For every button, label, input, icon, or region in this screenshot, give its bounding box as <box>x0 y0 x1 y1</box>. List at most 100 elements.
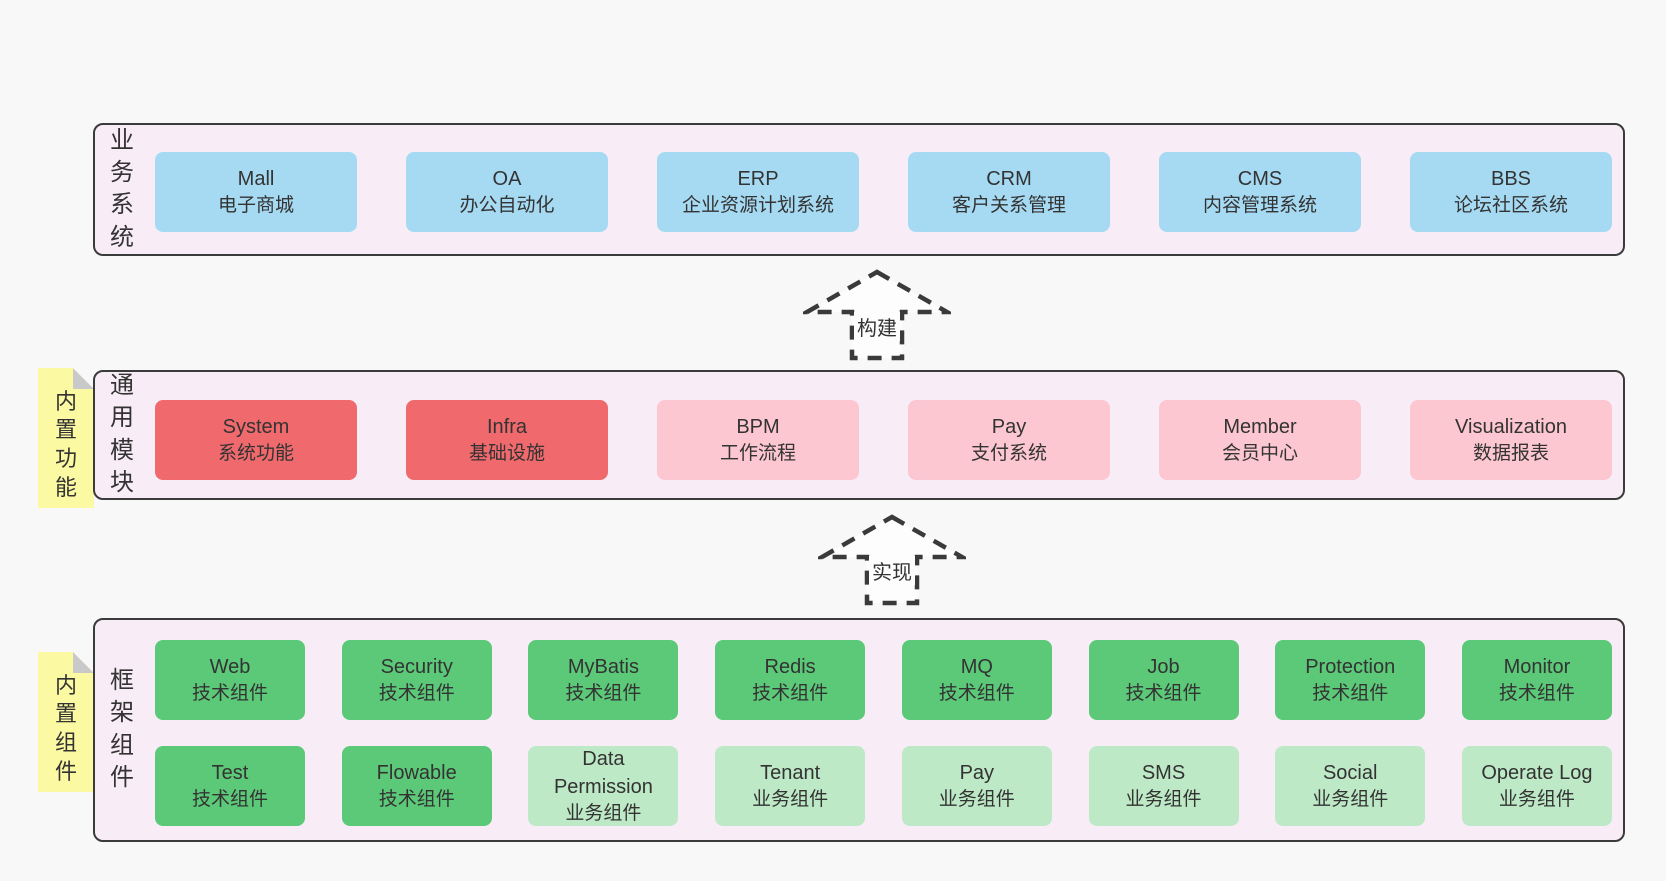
box-subtitle: 技术组件 <box>1498 682 1575 704</box>
box-pay: Pay 业务组件 <box>901 746 1052 826</box>
box-title: CMS <box>1237 167 1283 190</box>
box-subtitle: 技术组件 <box>1125 682 1202 704</box>
box-mall: Mall 电子商城 <box>155 152 357 232</box>
band-business-systems-label: 业务系统 <box>110 126 134 251</box>
box-title: BPM <box>736 415 780 438</box>
box-infra: Infra 基础设施 <box>406 400 608 480</box>
box-title: MQ <box>960 655 993 678</box>
box-bbs: BBS 论坛社区系统 <box>1410 152 1612 232</box>
box-title: Flowable <box>376 761 457 784</box>
box-subtitle: 业务组件 <box>1125 788 1202 810</box>
box-tenant: Tenant 业务组件 <box>715 746 866 826</box>
box-subtitle: 电子商城 <box>217 194 294 216</box>
box-title: Visualization <box>1455 415 1567 438</box>
box-sms: SMS 业务组件 <box>1088 746 1239 826</box>
box-test: Test 技术组件 <box>155 746 305 826</box>
box-flowable: Flowable 技术组件 <box>341 746 492 826</box>
box-subtitle: 数据报表 <box>1472 442 1549 464</box>
note-built-in-components: 内置组件 <box>38 652 94 792</box>
box-subtitle: 业务组件 <box>938 788 1015 810</box>
box-mq: MQ 技术组件 <box>901 640 1052 720</box>
box-subtitle: 业务组件 <box>752 788 829 810</box>
box-title: Tenant <box>760 761 821 784</box>
box-member: Member 会员中心 <box>1159 400 1361 480</box>
box-title: ERP <box>737 167 779 190</box>
box-title: Redis <box>764 655 816 678</box>
band-framework-components-label: 框架组件 <box>110 667 134 792</box>
box-subtitle: 会员中心 <box>1221 442 1298 464</box>
box-oa: OA 办公自动化 <box>406 152 608 232</box>
box-title: System <box>222 415 290 438</box>
note-built-in-components-label: 内置组件 <box>54 672 77 784</box>
box-title: Pay <box>991 415 1027 438</box>
band-common-modules-row: System 系统功能 Infra 基础设施 BPM 工作流程 Pay 支付系统 Member 会… <box>155 400 1612 480</box>
box-title: Data Permission <box>553 747 653 798</box>
box-social: Social 业务组件 <box>1275 746 1426 826</box>
box-subtitle: 系统功能 <box>217 442 294 464</box>
box-operate-log: Operate Log 业务组件 <box>1461 746 1612 826</box>
box-system: System 系统功能 <box>155 400 357 480</box>
box-pay: Pay 支付系统 <box>908 400 1110 480</box>
arrow-build-label: 构建 <box>854 312 900 341</box>
box-subtitle: 工作流程 <box>719 442 796 464</box>
box-title: Security <box>380 655 453 678</box>
box-title: SMS <box>1141 761 1186 784</box>
arrow-implement: 实现 <box>818 512 966 608</box>
box-subtitle: 技术组件 <box>1312 682 1389 704</box>
box-subtitle: 办公自动化 <box>459 194 555 216</box>
box-title: Test <box>211 761 249 784</box>
box-subtitle: 业务组件 <box>565 802 642 824</box>
box-title: OA <box>492 167 522 190</box>
box-mybatis: MyBatis 技术组件 <box>528 640 679 720</box>
box-subtitle: 基础设施 <box>468 442 545 464</box>
band-common-modules: 通用模块 System 系统功能 Infra 基础设施 BPM 工作流程 Pay 支付系统 Me… <box>93 370 1625 500</box>
box-title: Protection <box>1305 655 1396 678</box>
box-subtitle: 技术组件 <box>191 682 268 704</box>
box-subtitle: 技术组件 <box>378 788 455 810</box>
box-monitor: Monitor 技术组件 <box>1461 640 1612 720</box>
box-security: Security 技术组件 <box>341 640 492 720</box>
box-subtitle: 技术组件 <box>191 788 268 810</box>
box-data-permission: Data Permission 业务组件 <box>528 746 679 826</box>
box-subtitle: 技术组件 <box>378 682 455 704</box>
note-built-in-features-label: 内置功能 <box>54 388 77 500</box>
box-subtitle: 业务组件 <box>1312 788 1389 810</box>
box-title: Infra <box>486 415 528 438</box>
box-title: Operate Log <box>1481 761 1593 784</box>
arrow-build: 构建 <box>803 268 951 362</box>
box-title: Pay <box>959 761 995 784</box>
box-job: Job 技术组件 <box>1088 640 1239 720</box>
box-subtitle: 客户关系管理 <box>951 194 1066 216</box>
box-title: MyBatis <box>567 655 639 678</box>
box-redis: Redis 技术组件 <box>715 640 866 720</box>
box-subtitle: 业务组件 <box>1498 788 1575 810</box>
box-title: Job <box>1147 655 1180 678</box>
box-subtitle: 技术组件 <box>565 682 642 704</box>
box-subtitle: 论坛社区系统 <box>1453 194 1568 216</box>
band-common-modules-label: 通用模块 <box>110 372 134 497</box>
box-title: Web <box>209 655 251 678</box>
box-web: Web 技术组件 <box>155 640 305 720</box>
note-built-in-features: 内置功能 <box>38 368 94 508</box>
box-title: Mall <box>237 167 275 190</box>
box-crm: CRM 客户关系管理 <box>908 152 1110 232</box>
box-title: Member <box>1223 415 1297 438</box>
box-subtitle: 支付系统 <box>970 442 1047 464</box>
box-subtitle: 技术组件 <box>752 682 829 704</box>
box-bpm: BPM 工作流程 <box>657 400 859 480</box>
box-title: Social <box>1322 761 1378 784</box>
box-title: CRM <box>986 167 1032 190</box>
arrow-implement-label: 实现 <box>869 556 915 585</box>
box-protection: Protection 技术组件 <box>1275 640 1426 720</box>
box-subtitle: 技术组件 <box>938 682 1015 704</box>
box-visualization: Visualization 数据报表 <box>1410 400 1612 480</box>
box-title: Monitor <box>1503 655 1571 678</box>
box-title: BBS <box>1490 167 1532 190</box>
